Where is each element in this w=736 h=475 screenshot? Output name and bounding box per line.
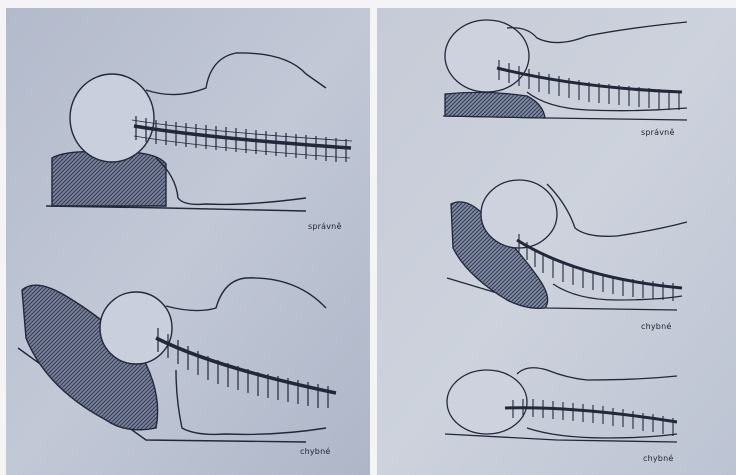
left-panel: správně chybné: [6, 8, 370, 475]
left-panel-drawing: [6, 8, 370, 475]
paper-background: [6, 8, 370, 475]
caption-correct: správně: [308, 222, 342, 231]
head-shape: [100, 292, 172, 364]
paper-background: [377, 8, 736, 475]
caption-wrong-1: chybné: [641, 322, 671, 331]
right-panel: správně chybné chybné: [377, 8, 736, 475]
head-shape: [445, 20, 529, 92]
head-shape: [447, 370, 527, 434]
caption-wrong: chybné: [300, 447, 330, 456]
caption-wrong-2: chybné: [643, 454, 673, 463]
caption-correct: správně: [641, 128, 675, 137]
right-panel-drawing: [377, 8, 736, 475]
head-shape: [70, 74, 154, 162]
